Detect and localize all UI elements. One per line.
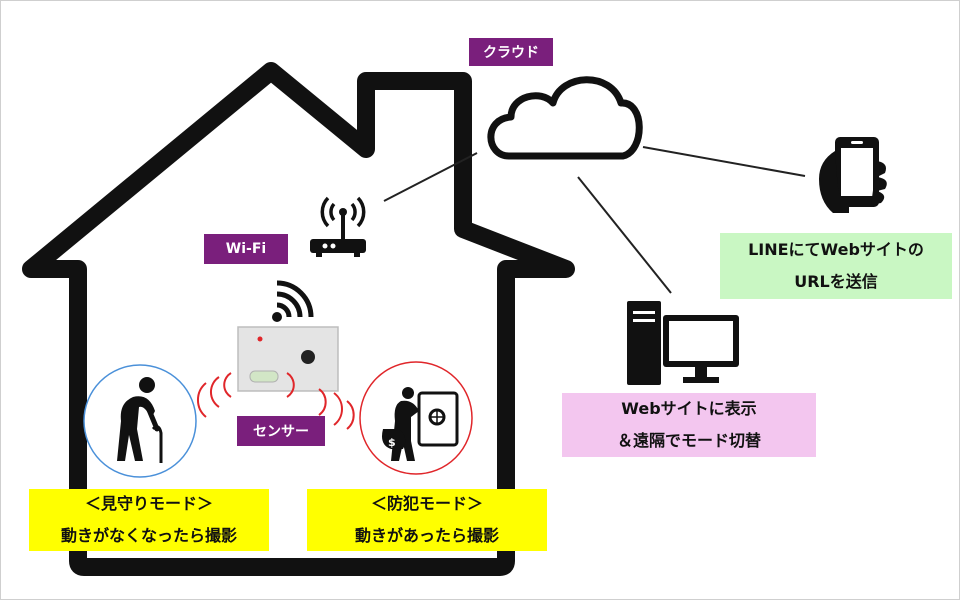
crime-mode-box: ＜防犯モード＞ 動きがあったら撮影 [307,489,547,551]
watch-mode-title: ＜見守りモード＞ [84,494,213,513]
web-display-line2: ＆遠隔でモード切替 [616,431,761,450]
watch-mode-desc: 動きがなくなったら撮影 [60,526,237,545]
line-notify-line1: LINEにてWebサイトの [748,240,924,259]
router-cloud-line [383,152,478,202]
cloud-pc-line [577,176,672,294]
wifi-signal-icon [272,280,314,322]
desktop-computer-icon [627,301,739,385]
cloud-label: クラウド [469,38,553,66]
web-display-box: Webサイトに表示 ＆遠隔でモード切替 [562,393,816,457]
elderly-person-with-cane-icon [83,364,197,478]
web-display-line1: Webサイトに表示 [621,399,757,418]
crime-mode-title: ＜防犯モード＞ [370,494,483,513]
watch-mode-box: ＜見守りモード＞ 動きがなくなったら撮影 [29,489,269,551]
cloud-icon [487,76,643,160]
svg-text:$: $ [388,436,396,449]
smartphone-in-hand-icon [819,137,887,213]
sensor-label: センサー [237,416,325,446]
line-notify-line2: URLを送信 [794,272,878,291]
sensor-device-icon [237,326,339,392]
cloud-phone-line [642,146,806,177]
crime-mode-desc: 動きがあったら撮影 [354,526,499,545]
line-notify-box: LINEにてWebサイトの URLを送信 [720,233,952,299]
wifi-label: Wi-Fi [204,234,288,264]
wifi-router-icon [310,196,366,257]
burglar-with-safe-icon: $ [359,361,473,475]
house-outline [22,62,575,576]
